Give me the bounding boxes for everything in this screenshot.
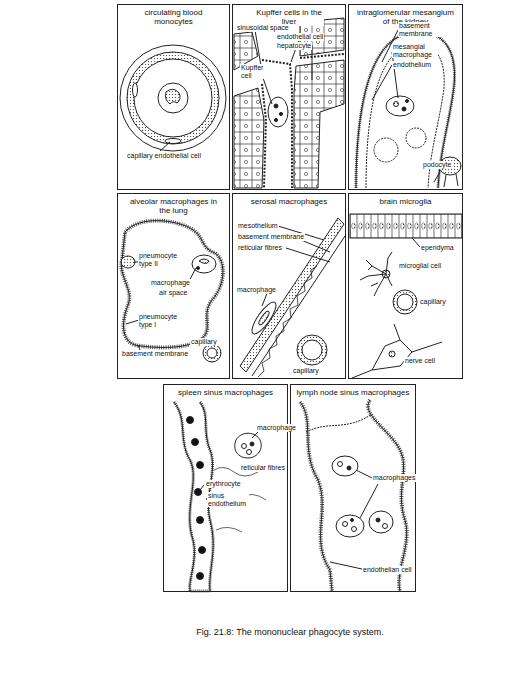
part-label: sinus endothelium [207, 492, 249, 507]
panel-box: spleen sinus macrophages [163, 384, 288, 592]
panel-heading: spleen sinus macrophages [166, 388, 286, 397]
part-label: macrophage [256, 424, 297, 432]
part-label: microglial cell [398, 262, 442, 270]
lung-illustration [121, 221, 223, 362]
part-label: reticular fibres [237, 244, 283, 252]
part-label: ependyma [420, 244, 455, 252]
panel-box: Kupffer cells in the liver [232, 4, 346, 190]
panel-heading: serosal macrophages [234, 197, 344, 206]
panel-box: circulating blood monocytes [117, 4, 230, 190]
serosa-illustration [240, 218, 345, 377]
part-label: mesangial macrophage [392, 43, 438, 58]
spleen-illustration [174, 402, 266, 591]
lymph-node-illustration [300, 400, 407, 591]
part-label: podocyte [422, 161, 452, 169]
part-label: hepatocyte [276, 42, 312, 50]
part-label: pneumocyte type I [138, 313, 180, 328]
part-label: capillary [292, 367, 320, 375]
figure-caption: Fig. 21.8: The mononuclear phagocyte sys… [117, 627, 463, 637]
part-label: macrophages [372, 474, 416, 482]
part-label: reticular fibres [240, 464, 286, 472]
part-label: basement membrane [121, 350, 189, 358]
panel-box: lymph node sinus macrophages [290, 384, 416, 592]
part-label: endothelium [392, 61, 432, 69]
part-label: capillary [419, 298, 447, 306]
part-label: basement membrane [398, 22, 440, 37]
part-label: macrophage [150, 279, 191, 287]
part-label: capillary [190, 338, 218, 346]
part-label: air space [158, 289, 188, 297]
monocyte-illustration [120, 45, 226, 151]
part-label: mesothelium [237, 222, 279, 230]
kidney-illustration [356, 30, 461, 188]
panel-heading: lymph node sinus macrophages [293, 388, 413, 397]
brain-illustration [350, 214, 462, 378]
part-label: sinusoidal space [236, 24, 290, 32]
part-label: nerve cell [404, 357, 436, 365]
part-label: Kupffer cell [240, 64, 268, 79]
panel-heading: alveolar macrophages in the lung [128, 197, 220, 215]
part-label: endothelian cell [362, 566, 413, 574]
part-label: endothelial cell [276, 33, 324, 41]
part-label: basement membrane [237, 233, 305, 241]
panel-heading: circulating blood monocytes [134, 8, 214, 26]
panel-heading: brain microglia [351, 197, 461, 206]
part-label: pneumocyte type II [138, 252, 180, 267]
liver-illustration [234, 18, 344, 188]
part-label: macrophage [236, 286, 277, 294]
panel-box: brain microglia [348, 193, 463, 379]
part-label: capillary endothelial cell [126, 152, 202, 160]
part-label: erythrocyte [205, 480, 242, 488]
